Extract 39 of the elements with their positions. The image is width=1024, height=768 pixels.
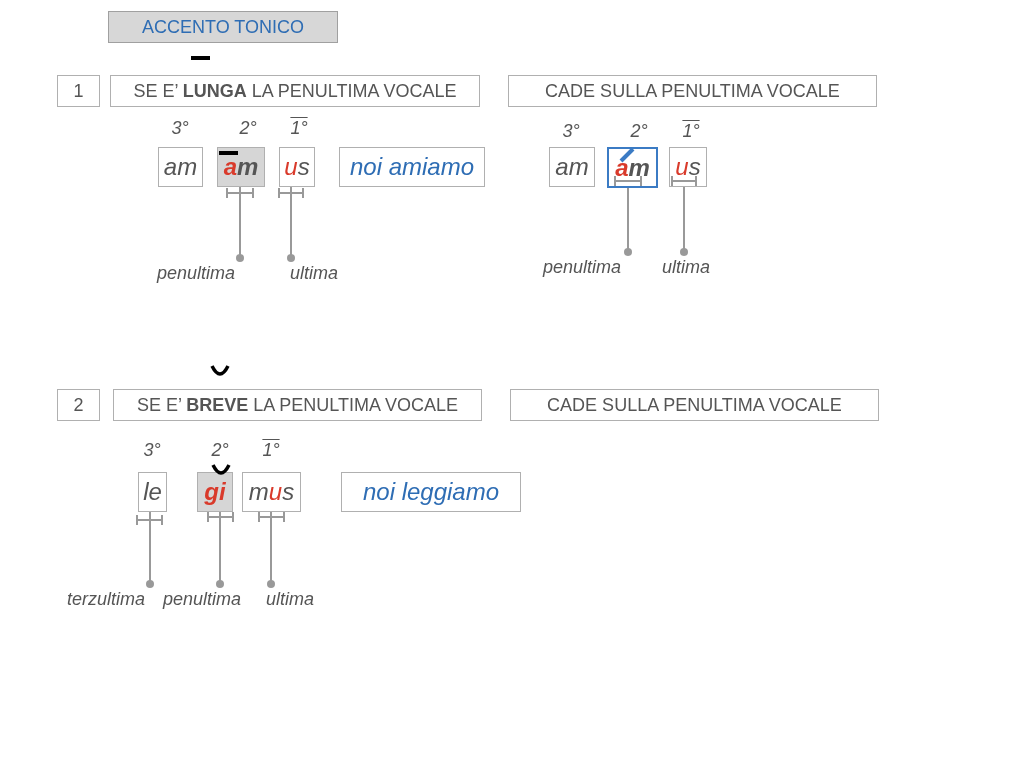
title-box: ACCENTO TONICO xyxy=(108,11,338,43)
leader-line xyxy=(216,511,224,588)
syllable-box: am xyxy=(549,147,595,187)
leader-line xyxy=(287,186,295,262)
syllable-position-label: penultima xyxy=(543,252,622,277)
number-box: 1 xyxy=(57,75,100,107)
syllable-box: le xyxy=(138,472,167,512)
syllable-box: am xyxy=(158,147,203,187)
syllable-position-label: ultima xyxy=(290,258,338,283)
example-box: noi amiamo xyxy=(339,147,485,187)
ordinal-label: 3° xyxy=(143,440,161,460)
ordinal-label: 1° xyxy=(290,118,308,138)
number-box: 2 xyxy=(57,389,100,421)
syllable-box: us xyxy=(279,147,315,187)
leader-line xyxy=(146,511,154,588)
ordinal-label: 1° xyxy=(682,121,700,141)
ordinal-label: 2° xyxy=(239,118,257,138)
syllable-box: us xyxy=(669,147,707,187)
ordinal-label: 2° xyxy=(211,440,229,460)
result-box: CADE SULLA PENULTIMA VOCALE xyxy=(510,389,879,421)
syllable-position-label: terzultima xyxy=(67,584,146,609)
syllable-box: gi xyxy=(197,472,233,512)
leader-line xyxy=(624,187,632,256)
syllable-box: mus xyxy=(242,472,301,512)
result-box: CADE SULLA PENULTIMA VOCALE xyxy=(508,75,877,107)
leader-line xyxy=(267,511,275,588)
leader-line xyxy=(680,186,688,256)
example-box: noi leggiamo xyxy=(341,472,521,512)
syllable-box: am xyxy=(607,147,658,188)
ordinal-label: 2° xyxy=(630,121,648,141)
syllable-position-label: ultima xyxy=(266,584,314,609)
syllable-box: am xyxy=(217,147,265,187)
ordinal-label: 1° xyxy=(262,440,280,460)
leader-line xyxy=(236,186,244,262)
syllable-position-label: penultima xyxy=(157,258,236,283)
ordinal-label: 3° xyxy=(171,118,189,138)
syllable-position-label: ultima xyxy=(662,252,710,277)
syllable-position-label: penultima xyxy=(163,584,242,609)
ordinal-label: 3° xyxy=(562,121,580,141)
